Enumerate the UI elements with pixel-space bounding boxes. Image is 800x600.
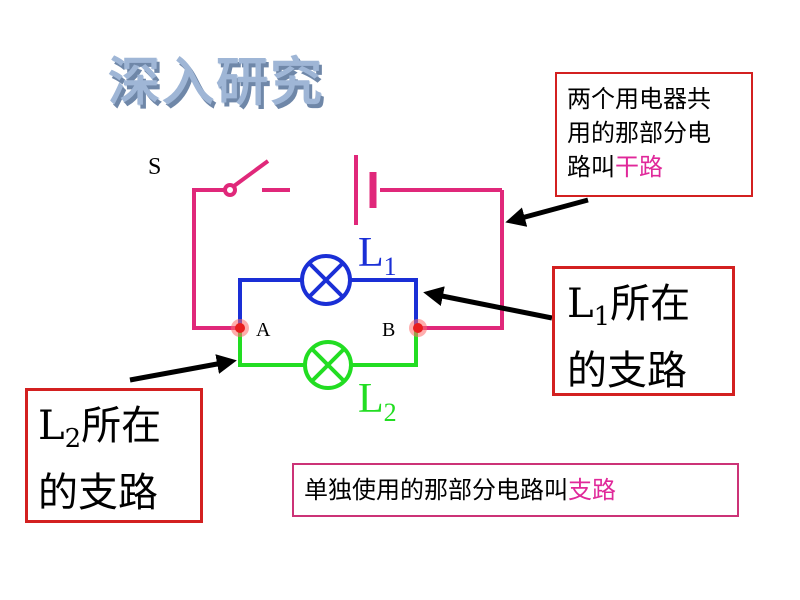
l2-pointer-arrow (129, 354, 237, 383)
trunk-callout-line2: 用的那部分电 (567, 119, 711, 147)
lamp1-label: L1 (358, 230, 397, 281)
branch2-wire (238, 328, 418, 367)
lamp2-icon (303, 340, 353, 390)
l1-pointer-arrow (423, 286, 553, 321)
lamp1-icon (300, 254, 352, 306)
node-b-label: B (382, 319, 395, 341)
trunk-callout-line3-text: 路叫 (567, 153, 615, 181)
trunk-pointer-arrow (505, 197, 589, 227)
trunk-callout-line1: 两个用电器共 (567, 85, 711, 113)
branch-term: 支路 (568, 476, 616, 504)
trunk-callout-box: 两个用电器共 用的那部分电 路叫干路 (555, 72, 753, 197)
junction-a-icon (231, 319, 249, 337)
l1-callout-line1: L1所在 (567, 277, 722, 344)
l2-callout-letter: L (38, 403, 65, 449)
trunk-wire (192, 188, 504, 330)
lamp2-label-sub: 2 (384, 398, 397, 427)
l1-callout-sub: 1 (593, 302, 611, 332)
l1-callout-letter: L (567, 281, 594, 327)
lamp2-label: L2 (358, 376, 397, 427)
l1-callout-line2: 的支路 (567, 348, 687, 394)
switch-icon (223, 159, 270, 197)
branch-definition-text: 单独使用的那部分电路叫 (304, 476, 568, 504)
branch1-wire (238, 278, 418, 328)
l1-callout-rest: 所在 (610, 281, 691, 327)
junction-b-icon (409, 319, 427, 337)
trunk-term: 干路 (615, 153, 663, 181)
battery-icon (354, 155, 377, 225)
slide-title: 深入研究 (108, 53, 325, 113)
l1-branch-callout-box: L1所在 的支路 (552, 266, 735, 396)
l2-callout-sub: 2 (64, 424, 82, 454)
lamp1-label-letter: L (358, 230, 384, 276)
l2-branch-callout-box: L2所在 的支路 (25, 388, 203, 523)
l2-callout-rest: 所在 (81, 403, 162, 449)
lamp1-label-sub: 1 (384, 252, 397, 281)
l2-callout-line2: 的支路 (38, 470, 158, 516)
node-a-label: A (256, 319, 271, 341)
l2-callout-line1: L2所在 (38, 399, 190, 466)
lamp2-label-letter: L (358, 376, 384, 422)
switch-label: S (148, 154, 161, 180)
branch-definition-box: 单独使用的那部分电路叫支路 (292, 463, 739, 517)
trunk-callout-line3: 路叫干路 (567, 150, 741, 184)
